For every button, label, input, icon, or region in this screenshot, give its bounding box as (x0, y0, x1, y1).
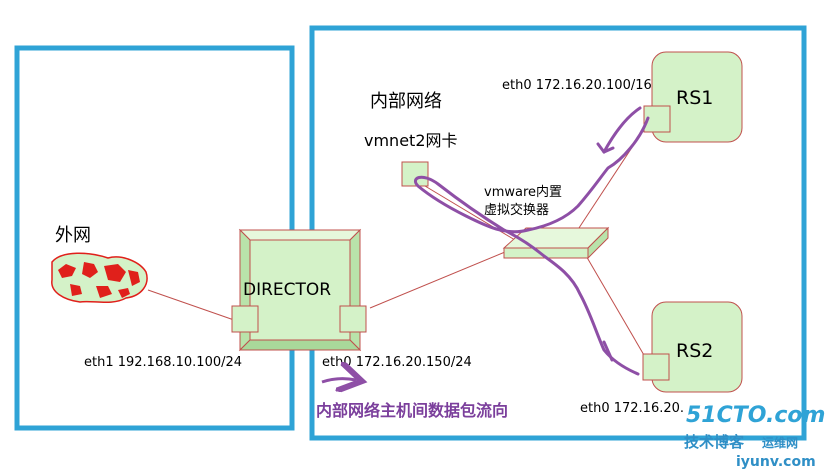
watermark-site: iyunv.com (736, 454, 816, 470)
rs2-label: RS2 (676, 340, 713, 362)
director-eth0-label: eth0 172.16.20.150/24 (322, 355, 472, 370)
rs1-label: RS1 (676, 87, 713, 109)
watermark-subtitle2: 运维网 (762, 435, 798, 450)
rs1-eth0-label: eth0 172.16.20.100/16 (502, 78, 652, 93)
watermark-subtitle: 技术博客 (684, 433, 745, 451)
link-switch-rs2 (584, 253, 649, 363)
packet-flow-path (414, 106, 650, 376)
world-map-icon (51, 252, 148, 304)
director-eth1-port (231, 305, 259, 333)
director-label: DIRECTOR (243, 280, 331, 300)
virtual-switch (502, 226, 610, 260)
link-internet-director (147, 289, 235, 321)
director-node (238, 228, 362, 352)
rs2-eth0-port (642, 353, 670, 381)
flow-caption: 内部网络主机间数据包流向 (316, 401, 508, 420)
watermark: 51CTO.com 技术博客 运维网 iyunv.com (684, 403, 825, 470)
watermark-brand: 51CTO.com (686, 403, 825, 428)
external-net-label: 外网 (55, 225, 91, 246)
rs1-node (651, 51, 743, 143)
link-director-switch (369, 251, 506, 309)
rs2-node (651, 301, 743, 393)
vmnet-card-label: vmnet2网卡 (364, 131, 458, 150)
vswitch-label-2: 虚拟交换器 (484, 202, 549, 218)
director-eth0-port (339, 305, 367, 333)
vswitch-label-1: vmware内置 (484, 184, 562, 200)
flow-legend-arrow (321, 379, 356, 382)
director-eth1-label: eth1 192.168.10.100/24 (84, 355, 242, 370)
rs2-eth0-label: eth0 172.16.20. (580, 401, 684, 416)
internal-net-label: 内部网络 (370, 91, 442, 112)
